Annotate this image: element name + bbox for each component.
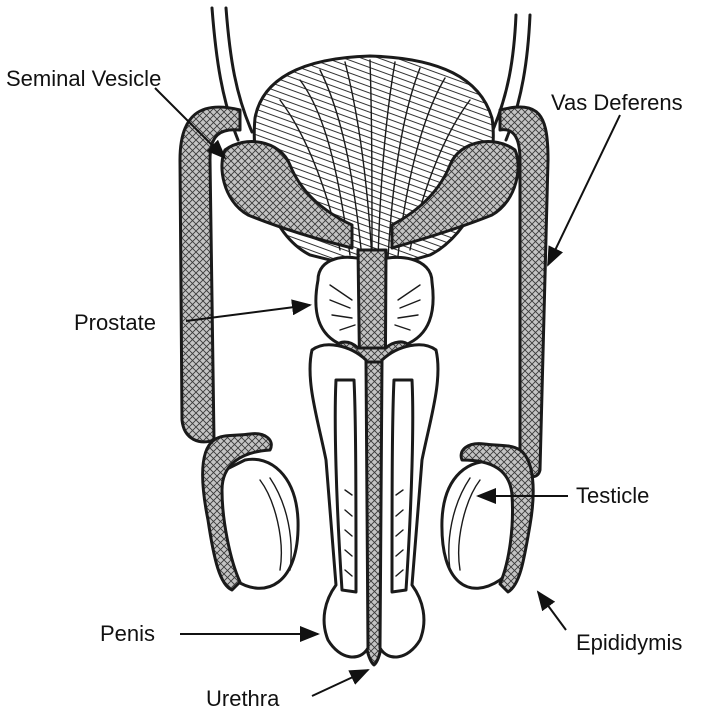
label-seminal-vesicle: Seminal Vesicle <box>6 66 161 91</box>
label-epididymis: Epididymis <box>576 630 682 655</box>
label-testicle: Testicle <box>576 483 649 508</box>
label-prostate: Prostate <box>74 310 156 335</box>
label-urethra: Urethra <box>206 686 280 711</box>
label-vas-deferens: Vas Deferens <box>551 90 683 115</box>
label-penis: Penis <box>100 621 155 646</box>
